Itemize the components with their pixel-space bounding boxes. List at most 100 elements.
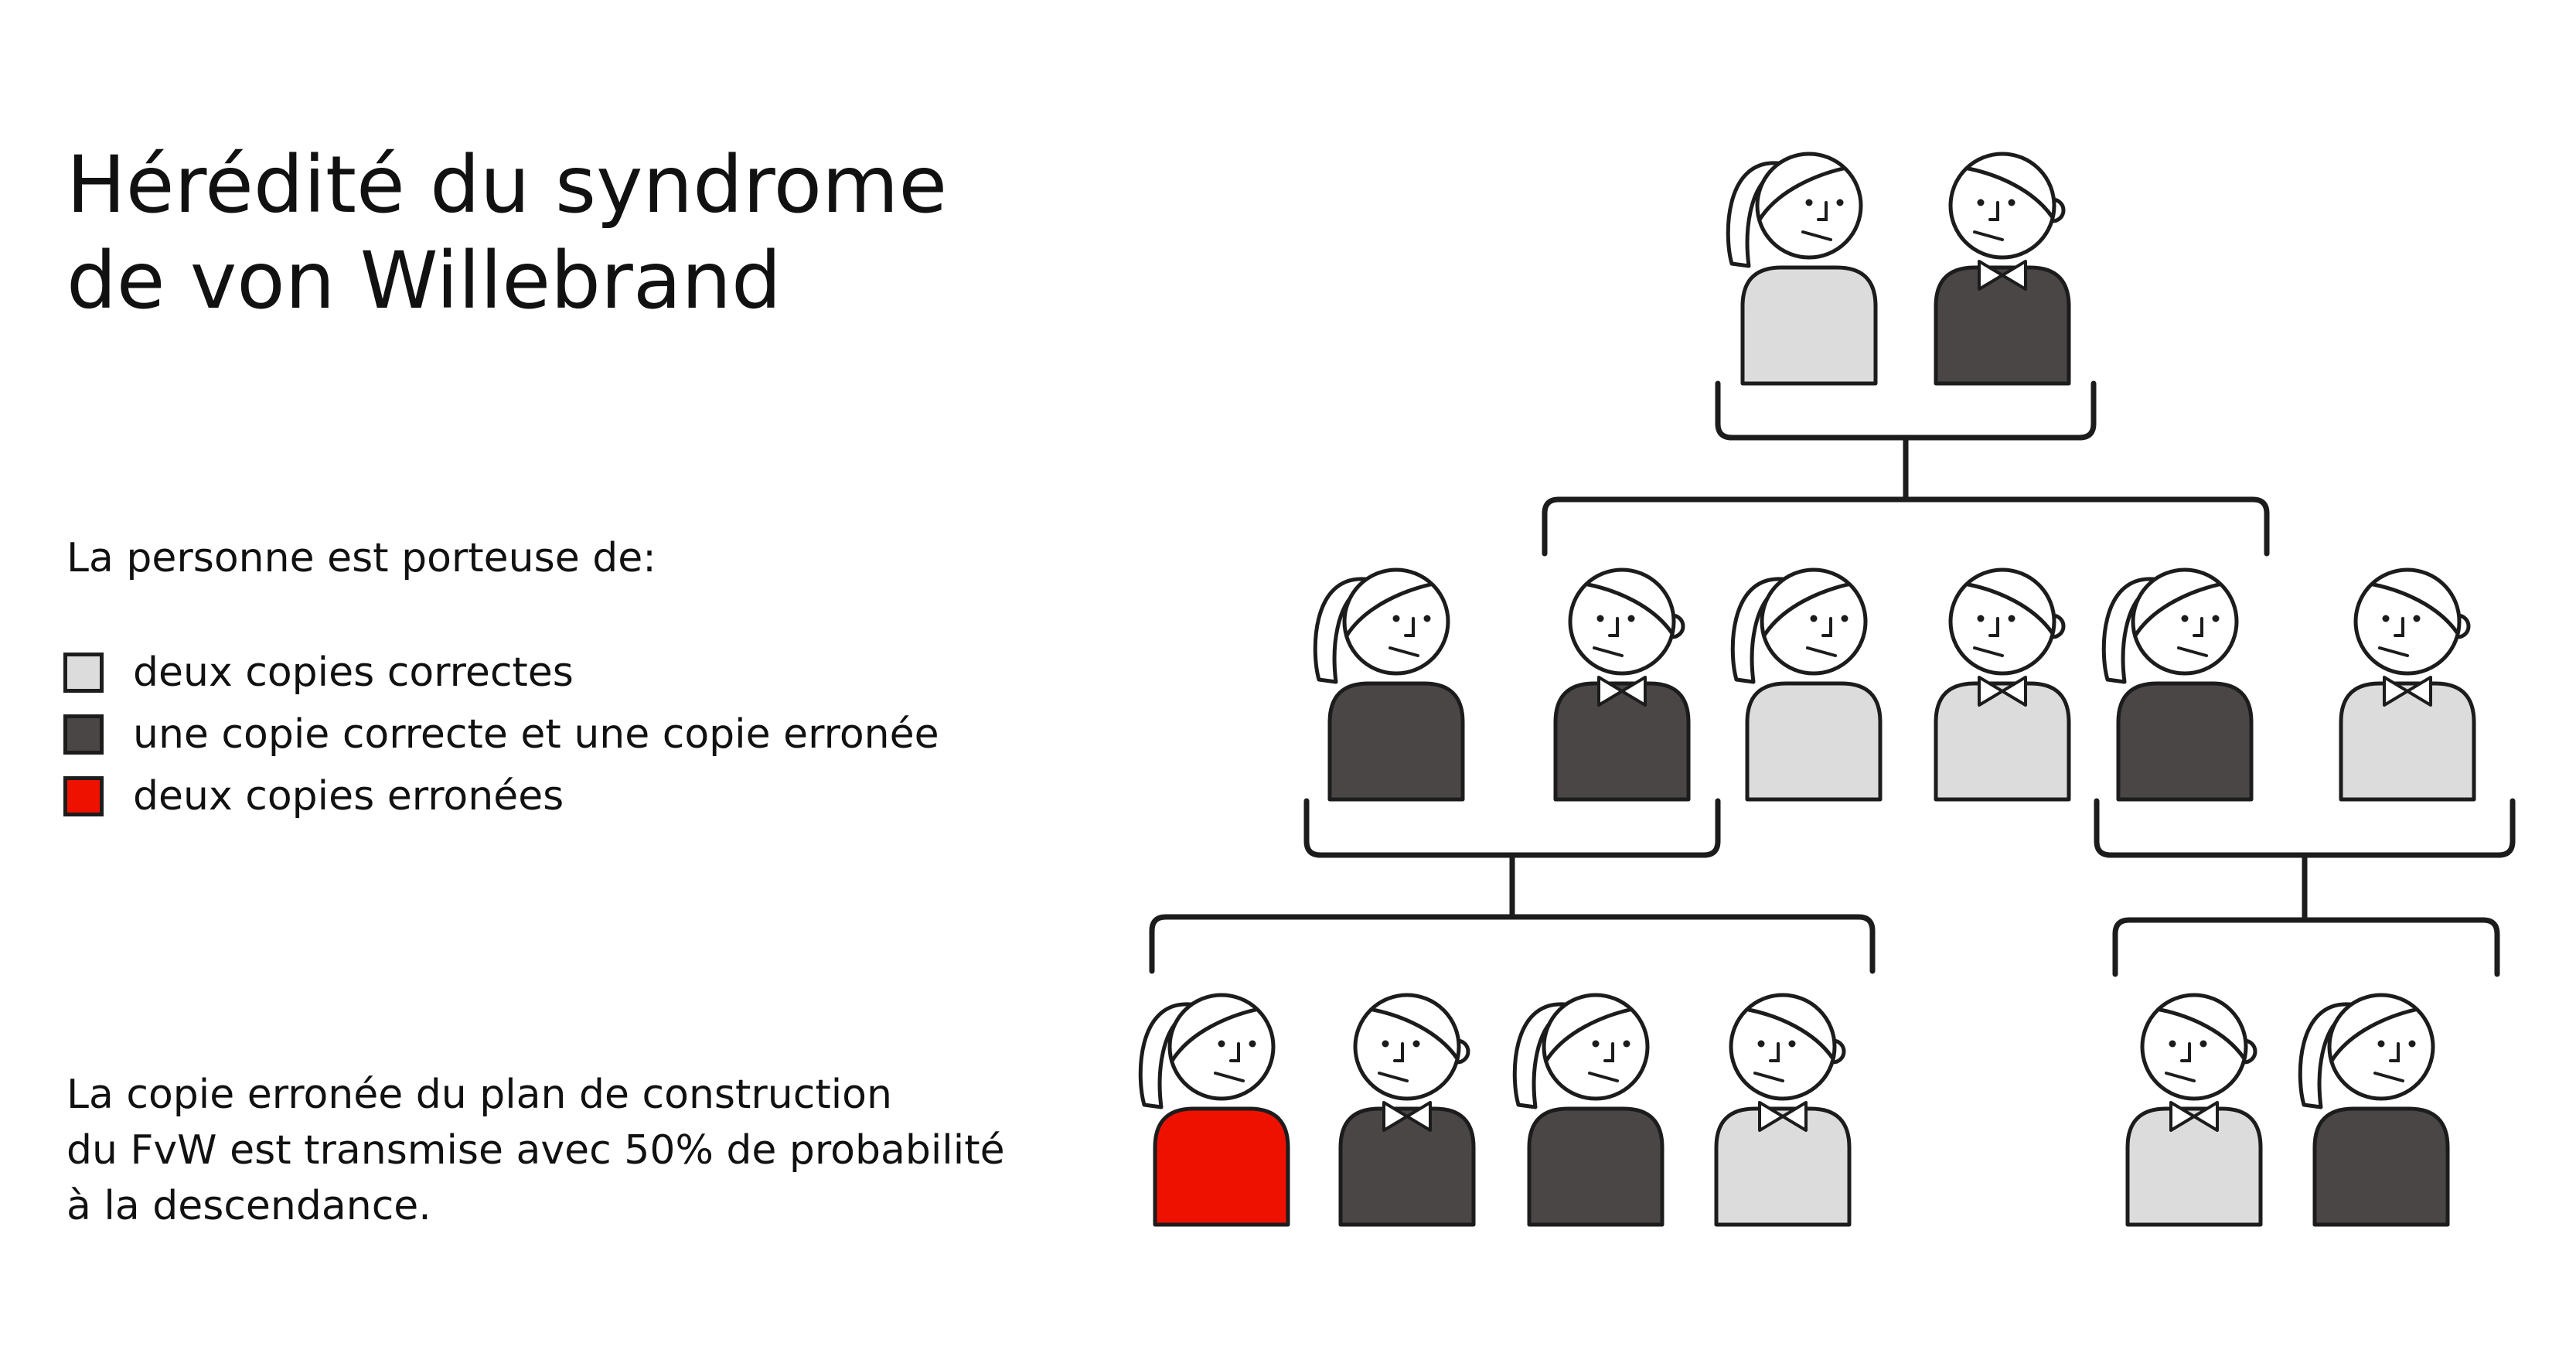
eye	[2413, 615, 2421, 622]
torso	[2116, 681, 2254, 802]
legend-swatch-dark-gray	[63, 714, 104, 755]
bow-tie	[1978, 676, 2027, 707]
note-line-3: à la descendance.	[66, 1183, 431, 1229]
hair-line	[2371, 582, 2459, 635]
hair-line	[2158, 1007, 2246, 1060]
head	[1353, 993, 1461, 1101]
eye	[2199, 1040, 2207, 1048]
family-2-children-bracket	[1149, 914, 1876, 974]
hair-line	[1966, 166, 2054, 219]
family-connectors	[1149, 380, 2516, 977]
eye	[1623, 1040, 1630, 1048]
nose	[1988, 617, 1999, 637]
eye	[2181, 615, 2189, 622]
torso	[1934, 681, 2071, 802]
person-male-gen2-6	[2339, 567, 2476, 802]
hair-line	[1371, 1007, 1459, 1060]
bow-tie	[1597, 676, 1647, 707]
eye	[1382, 1040, 1389, 1048]
note-line-1: La copie erronée du plan de construction	[66, 1072, 892, 1118]
eye	[1423, 615, 1431, 622]
eye	[1757, 1040, 1765, 1048]
torso	[1745, 681, 1883, 802]
diagram-title: Hérédité du syndrome de von Willebrand	[66, 138, 1072, 329]
eye	[1218, 1040, 1225, 1048]
nose	[1821, 617, 1832, 637]
person-male-gen2-2	[1553, 567, 1691, 802]
eye	[1977, 615, 1985, 622]
eye	[1841, 615, 1849, 622]
torso	[1338, 1106, 1476, 1227]
eye	[2212, 615, 2220, 622]
ponytail	[2298, 1002, 2353, 1109]
family-1-children-bracket	[1542, 496, 2270, 557]
legend-label: une copie correcte et une copie erronée	[133, 711, 939, 758]
mouth	[2373, 1072, 2404, 1082]
person-female-gen3-1	[1138, 993, 1290, 1227]
nose	[2389, 1042, 2400, 1062]
hair-line	[1746, 1007, 1835, 1060]
ponytail	[1730, 577, 1785, 684]
torso	[2125, 1106, 2263, 1227]
mouth	[2165, 1072, 2196, 1082]
hair-line	[1344, 582, 1433, 638]
hair-line	[2329, 1007, 2418, 1063]
legend-item-two-erroneous: deux copies erronées	[63, 765, 939, 827]
mouth	[1973, 230, 2004, 241]
eye	[2377, 1040, 2385, 1048]
head	[1948, 567, 2056, 676]
hair-line	[1544, 1007, 1632, 1063]
nose	[1404, 617, 1415, 637]
ponytail	[1313, 577, 1368, 684]
person-male-gen1-2	[1934, 152, 2071, 386]
eye	[1392, 615, 1400, 622]
legend-swatch-light-gray	[63, 653, 104, 693]
eye	[2408, 1040, 2416, 1048]
mouth	[1389, 646, 1419, 657]
person-male-gen2-4	[1934, 567, 2071, 802]
nose	[2180, 1042, 2191, 1062]
family-3-children-bracket	[2112, 917, 2500, 977]
title-line-1: Hérédité du syndrome	[66, 139, 948, 231]
hair-line	[1586, 582, 1674, 635]
person-male-gen3-5	[2125, 993, 2263, 1227]
mouth	[1973, 646, 2004, 657]
legend-item-one-erroneous: une copie correcte et une copie erronée	[63, 704, 939, 765]
mouth	[2177, 646, 2208, 657]
person-female-gen3-6	[2298, 993, 2450, 1227]
torso	[2339, 681, 2476, 802]
eye	[2008, 615, 2015, 622]
eye	[1596, 615, 1604, 622]
legend-label: deux copies erronées	[133, 773, 564, 820]
mouth	[1801, 230, 1832, 241]
eye	[2169, 1040, 2176, 1048]
bow-tie	[1382, 1101, 1432, 1132]
person-female-gen2-3	[1730, 567, 1883, 802]
head	[1948, 152, 2056, 260]
nose	[1229, 1042, 1240, 1062]
legend-item-two-correct: deux copies correctes	[63, 642, 939, 704]
nose	[2193, 617, 2203, 637]
eye	[1627, 615, 1635, 622]
eye	[1805, 199, 1813, 206]
eye	[1249, 1040, 1256, 1048]
torso	[1714, 1106, 1852, 1227]
person-male-gen3-4	[1714, 993, 1852, 1227]
person-female-gen3-3	[1512, 993, 1665, 1227]
mouth	[1588, 1072, 1619, 1082]
eye	[2008, 199, 2015, 206]
person-male-gen3-2	[1338, 993, 1476, 1227]
eye	[1412, 1040, 1420, 1048]
eye	[1977, 199, 1985, 206]
nose	[2394, 617, 2404, 637]
person-female-gen2-5	[2101, 567, 2254, 802]
torso	[1327, 681, 1465, 802]
eye	[1788, 1040, 1796, 1048]
hair-line	[1757, 166, 1845, 222]
torso	[1553, 681, 1691, 802]
legend-heading: La personne est porteuse de:	[66, 535, 656, 581]
inheritance-note: La copie erronée du plan de construction…	[66, 1067, 1110, 1234]
ponytail	[1512, 1002, 1567, 1109]
person-female-gen1-1	[1726, 152, 1878, 386]
